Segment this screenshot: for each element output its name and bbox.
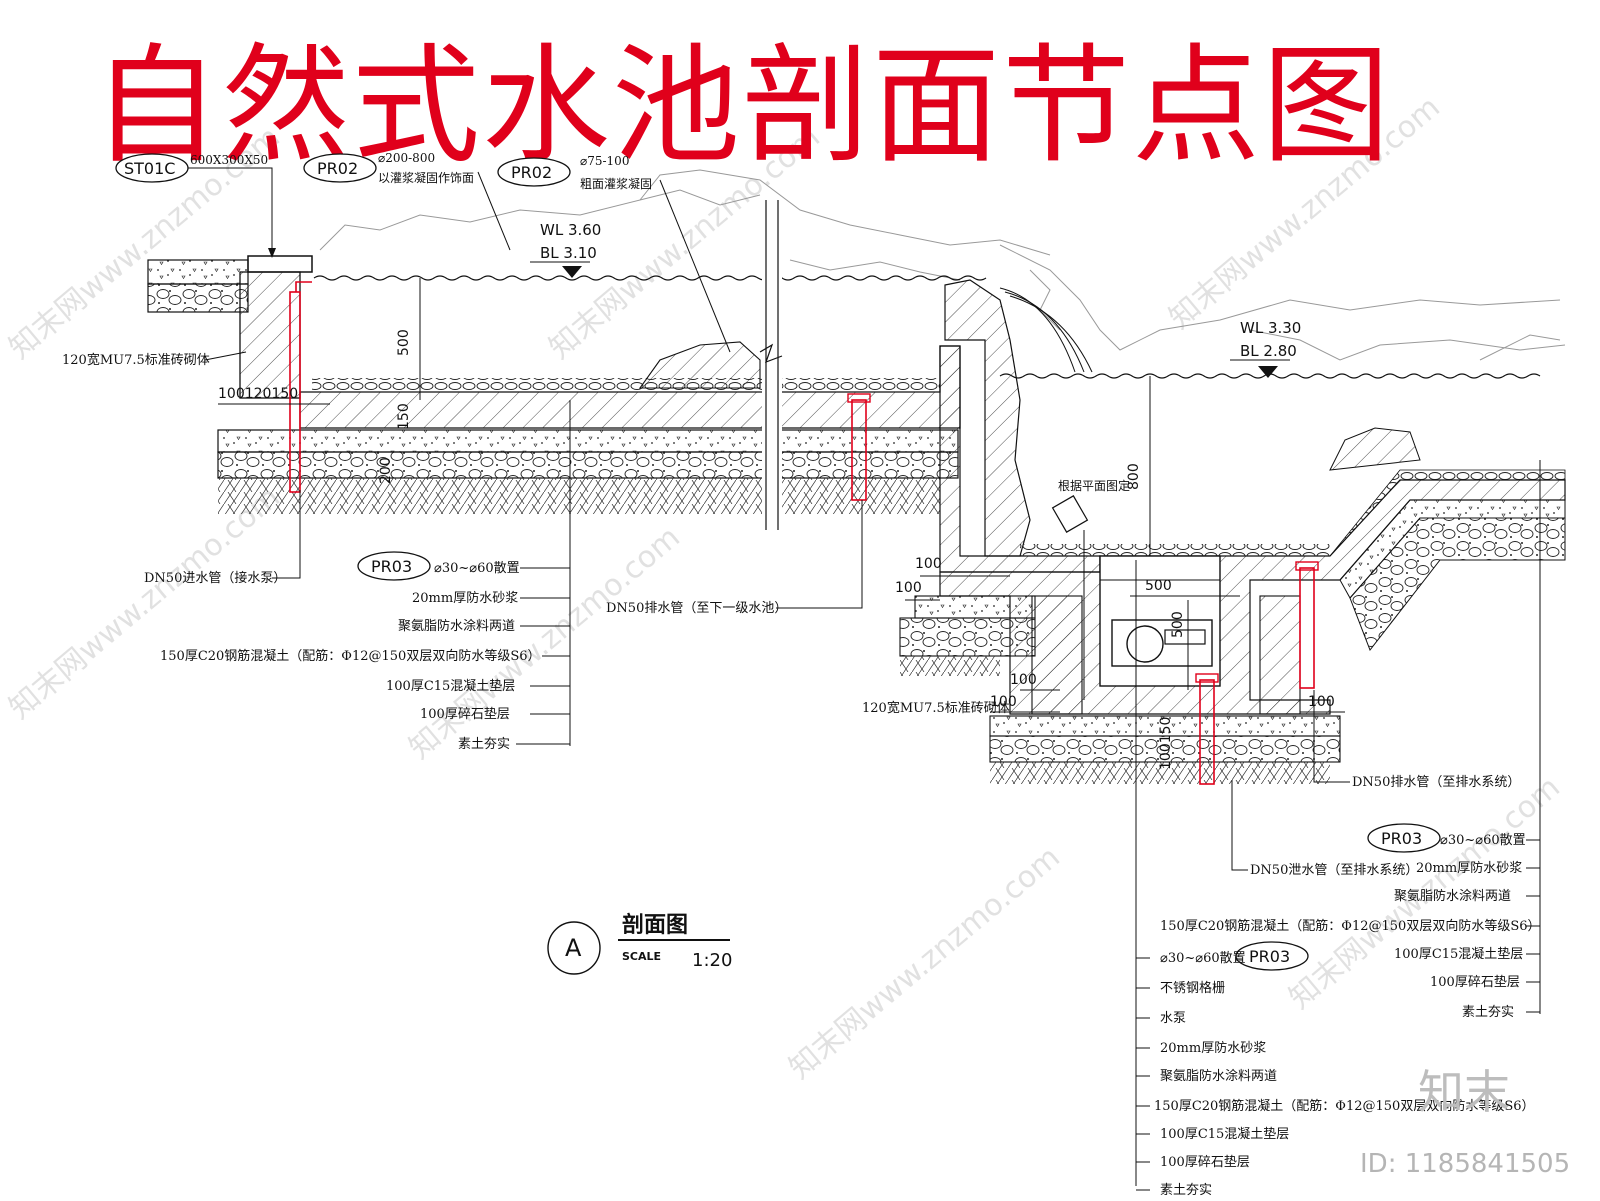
tag-pr02-b: PR02 (511, 163, 552, 182)
dim-100-e: 100 (990, 694, 1017, 710)
waterfall-rock (944, 279, 1093, 557)
layer-right-6: 素土夯实 (1462, 1005, 1514, 1020)
dim-100-150: 100150 (1158, 717, 1174, 770)
tag-pr02-b-note: 粗面灌浆凝固 (580, 176, 652, 191)
layer-right-1: 20mm厚防水砂浆 (1416, 860, 1522, 876)
tag-pr02-a-note: 以灌浆凝固作饰面 (378, 170, 474, 185)
drain-pipe-label: DN50排水管（至下一级水池） (606, 601, 787, 616)
layer-bottom-5: 150厚C20钢筋混凝土（配筋：Φ12@150双层双向防水等级S6） (1154, 1098, 1535, 1114)
tag-st01c-spec: 600X300X50 (190, 153, 268, 167)
dim-100-120-150: 100120150 (218, 386, 298, 402)
upper-bl-label: BL 3.10 (540, 244, 597, 262)
layer-right-5: 100厚碎石垫层 (1430, 974, 1520, 990)
layer-bottom-4: 聚氨脂防水涂料两道 (1160, 1068, 1277, 1084)
layer-left-5: 100厚碎石垫层 (420, 706, 510, 722)
layer-left-3: 150厚C20钢筋混凝土（配筋：Φ12@150双层双向防水等级S6） (160, 648, 541, 664)
inlet-pipe-label: DN50进水管（接水泵） (144, 570, 286, 586)
layer-bottom-6: 100厚C15混凝土垫层 (1160, 1126, 1289, 1142)
dim-pit-height: 500 (1170, 611, 1186, 638)
layer-left-1: 20mm厚防水砂浆 (412, 590, 518, 606)
tag-pr03-bottom: PR03 (1249, 947, 1290, 966)
section-name: 剖面图 (622, 912, 688, 938)
dim-500-upper: 500 (396, 329, 412, 356)
dim-pit-width: 500 (1145, 578, 1172, 594)
dim-100-d: 100 (1308, 694, 1335, 710)
material-tags: ST01C 600X300X50 PR02 ⌀200-800 以灌浆凝固作饰面 … (115, 151, 731, 353)
tag-pr02-a: PR02 (317, 159, 358, 178)
layer-bottom-1: 不锈钢格栅 (1160, 980, 1225, 996)
layer-right-0: ⌀30~⌀60散置 (1440, 833, 1526, 848)
layer-left-0: ⌀30~⌀60散置 (434, 561, 520, 576)
water-level-markers: WL 3.60 BL 3.10 WL 3.30 BL 2.80 (530, 221, 1301, 378)
watermark-text: 知末网www.znzmo.com (3, 480, 287, 726)
layer-left-6: 素土夯实 (458, 737, 510, 752)
watermarks: 知末网www.znzmo.com 知末网www.znzmo.com 知末网www… (3, 90, 1567, 1086)
watermark-text: 知末网www.znzmo.com (403, 520, 687, 766)
dim-100-b: 100 (895, 580, 922, 596)
watermark-logo: 知末 (1418, 1065, 1510, 1119)
left-annotations: 120宽MU7.5标准砖砌体 DN50进水管（接水泵） DN50排水管（至下一级… (62, 351, 1130, 752)
dim-100-c: 100 (1010, 672, 1037, 688)
overflow-right-label: DN50泄水管（至排水系统） (1250, 863, 1418, 878)
layer-bottom-0: ⌀30~⌀60散置 (1160, 951, 1246, 966)
tag-pr03-right: PR03 (1381, 829, 1422, 848)
brick-wall-label: 120宽MU7.5标准砖砌体 (62, 352, 210, 368)
lower-wl-label: WL 3.30 (1240, 319, 1301, 337)
layer-bottom-2: 水泵 (1160, 1011, 1186, 1026)
dim-150: 150 (396, 403, 412, 430)
tag-st01c: ST01C (124, 159, 175, 178)
layer-bottom-7: 100厚碎石垫层 (1160, 1154, 1250, 1170)
section-letter: A (565, 934, 582, 962)
tag-pr03-left: PR03 (371, 557, 412, 576)
drawing-title: 自然式水池剖面节点图 (92, 32, 1392, 181)
upper-wl-label: WL 3.60 (540, 221, 601, 239)
right-annotations: DN50排水管（至排水系统） DN50泄水管（至排水系统） PR03 ⌀30~⌀… (1160, 460, 1541, 1020)
layer-bottom-8: 素土夯实 (1160, 1183, 1212, 1198)
scale-label: SCALE (622, 950, 661, 963)
lower-bl-label: BL 2.80 (1240, 342, 1297, 360)
brick-wall-label-2: 120宽MU7.5标准砖砌体 (862, 700, 1010, 716)
layer-bottom-3: 20mm厚防水砂浆 (1160, 1040, 1266, 1056)
bottom-annotations: PR03 ⌀30~⌀60散置 不锈钢格栅 水泵 20mm厚防水砂浆 聚氨脂防水涂… (1135, 560, 1535, 1198)
rockery-outline (319, 169, 1566, 361)
drain-right-label: DN50排水管（至排水系统） (1352, 775, 1520, 790)
dimensions (218, 278, 1345, 713)
dim-800-lower: 800 (1126, 463, 1142, 490)
layer-left-4: 100厚C15混凝土垫层 (386, 678, 515, 694)
section-label: A 剖面图 SCALE 1:20 (547, 912, 732, 975)
dim-200: 200 (378, 457, 394, 484)
layer-right-3: 150厚C20钢筋混凝土（配筋：Φ12@150双层双向防水等级S6） (1160, 918, 1541, 934)
tag-pr02-b-spec: ⌀75-100 (580, 154, 629, 168)
tag-pr02-a-spec: ⌀200-800 (378, 151, 435, 165)
layer-right-4: 100厚C15混凝土垫层 (1394, 946, 1523, 962)
dim-100: 100 (915, 556, 942, 572)
light-note-label: 根据平面图定 (1058, 478, 1130, 493)
watermark-id: ID: 1185841505 (1360, 1149, 1570, 1179)
layer-left-2: 聚氨脂防水涂料两道 (398, 618, 515, 634)
layer-right-2: 聚氨脂防水涂料两道 (1394, 888, 1511, 904)
watermark-text: 知末网www.znzmo.com (783, 840, 1067, 1086)
scale-value: 1:20 (692, 950, 732, 971)
